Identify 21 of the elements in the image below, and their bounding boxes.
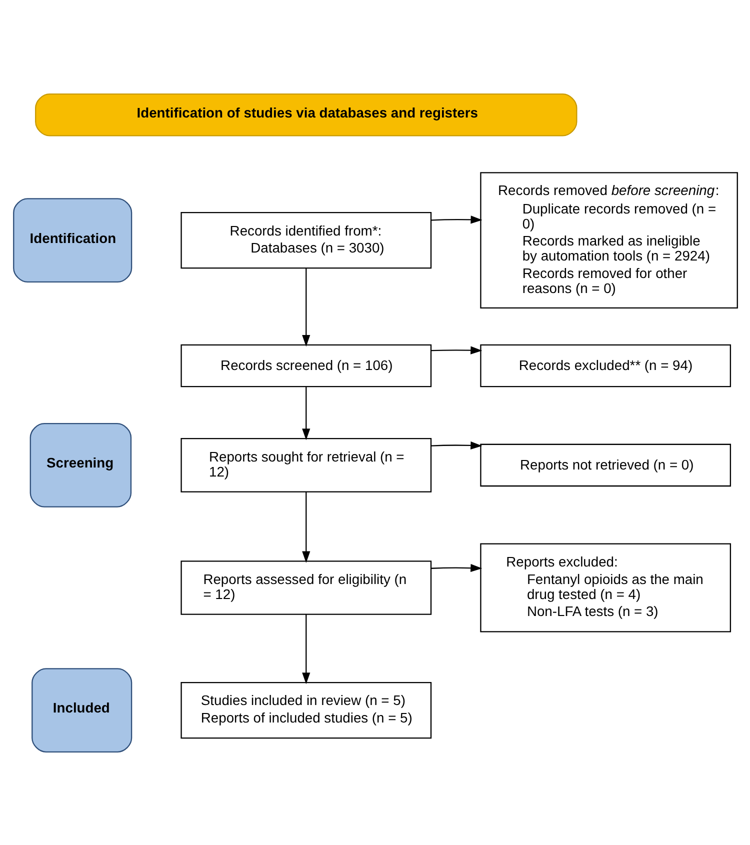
node-box: Reports assessed for eligibility (n = 12) <box>180 560 432 614</box>
node-box: Identification of studies via databases and registers <box>34 93 577 136</box>
node-box: Screening <box>29 422 132 507</box>
node-box: Reports not retrieved (n = 0) <box>480 443 731 486</box>
arrow <box>430 215 482 224</box>
node-box: Records excluded** (n = 94) <box>480 344 731 387</box>
arrow <box>302 268 310 346</box>
arrow <box>430 440 482 449</box>
arrow <box>430 563 482 572</box>
node-box: Included <box>31 668 132 752</box>
node-box: Studies included in review (n = 5) Reports of included studies (n = 5) <box>180 681 432 738</box>
node-box: Reports excluded: Fentanyl opioids as the main drug tested (n = 4) Non-LFA tests (n = 3) <box>480 542 731 632</box>
node-box: Reports sought for retrieval (n = 12) <box>180 438 432 492</box>
node-box: Records screened (n = 106) <box>180 344 432 387</box>
arrow <box>302 614 310 684</box>
node-box: Records removed before screening: Duplicate records removed (n = 0) Records marked as ineligible by automation tools (n = 2924) Records removed for other reasons (n = 0) <box>480 172 738 308</box>
arrow <box>302 491 310 562</box>
arrow <box>302 386 310 440</box>
node-box: Identification <box>12 198 132 282</box>
node-box: Records identified from*: Databases (n = 3030) <box>180 212 432 268</box>
arrow <box>430 346 482 354</box>
